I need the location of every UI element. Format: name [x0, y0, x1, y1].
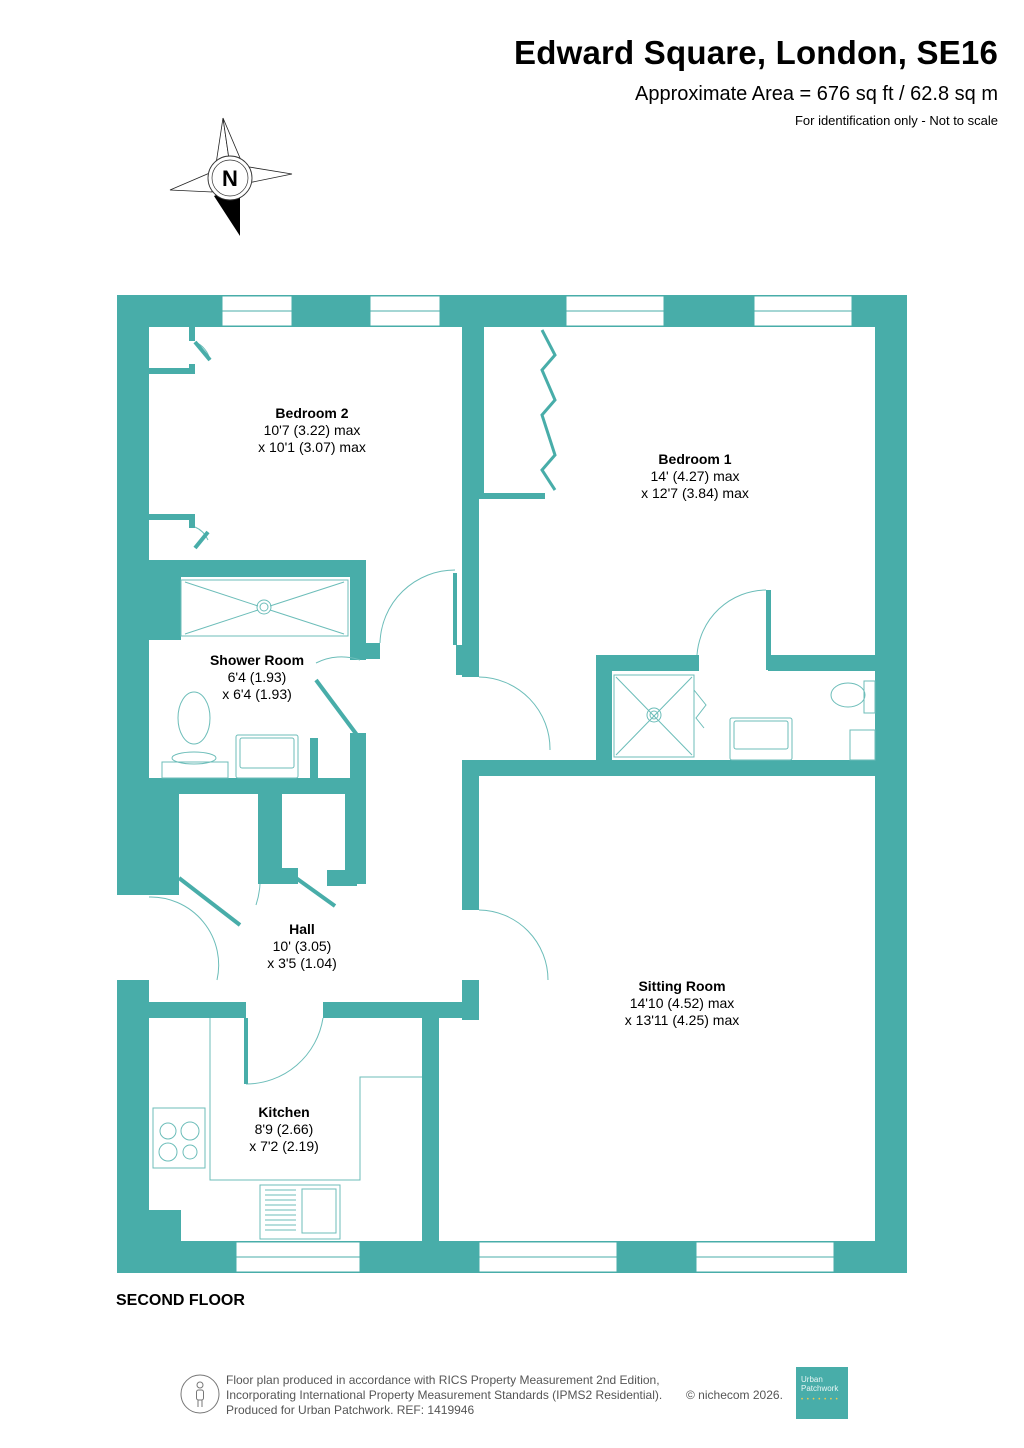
- disclaimer-note: For identification only - Not to scale: [794, 113, 998, 128]
- copyright: © nichecom 2026.: [686, 1388, 783, 1402]
- person-measurement-icon: [180, 1374, 220, 1414]
- room-dimension-1: 10'7 (3.22) max: [263, 422, 361, 438]
- room-name: Bedroom 2: [275, 405, 349, 421]
- footer-text: Floor plan produced in accordance with R…: [226, 1373, 662, 1418]
- room-name: Kitchen: [258, 1104, 310, 1120]
- walls: [117, 295, 907, 1273]
- door-leaves: [177, 340, 457, 1084]
- room-dimension-2: x 7'2 (2.19): [249, 1138, 319, 1154]
- room-dimension-2: x 10'1 (3.07) max: [258, 439, 366, 455]
- room-dimension-1: 10' (3.05): [272, 938, 332, 954]
- brand-dots: • • • • • • •: [801, 1397, 839, 1403]
- room-bedroom-1: Bedroom 1 14' (4.27) max x 12'7 (3.84) m…: [641, 451, 749, 502]
- room-sitting-room: Sitting Room 14'10 (4.52) max x 13'11 (4…: [625, 978, 739, 1029]
- approximate-area: Approximate Area = 676 sq ft / 62.8 sq m: [635, 83, 998, 105]
- room-name: Shower Room: [209, 652, 305, 668]
- fixtures: [152, 579, 876, 1240]
- floor-label: SECOND FLOOR: [116, 1292, 245, 1309]
- room-kitchen: Kitchen 8'9 (2.66) x 7'2 (2.19): [249, 1104, 319, 1155]
- compass-n-label: N: [222, 166, 238, 191]
- room-name: Hall: [289, 921, 315, 937]
- room-bedroom-2: Bedroom 2 10'7 (3.22) max x 10'1 (3.07) …: [258, 405, 366, 456]
- property-title: Edward Square, London, SE16: [514, 34, 998, 71]
- door-swings: [148, 341, 767, 1085]
- room-dimension-1: 14' (4.27) max: [650, 468, 740, 484]
- room-shower-room: Shower Room 6'4 (1.93) x 6'4 (1.93): [210, 652, 304, 703]
- room-dimension-1: 8'9 (2.66): [254, 1121, 314, 1137]
- windows: [221, 295, 853, 1273]
- footer-line-3: Produced for Urban Patchwork. REF: 14199…: [226, 1403, 475, 1417]
- urban-patchwork-logo: Urban Patchwork • • • • • • •: [796, 1367, 848, 1419]
- brand-line-1: Urban: [801, 1375, 823, 1384]
- room-dimension-1: 14'10 (4.52) max: [629, 995, 735, 1011]
- room-name: Sitting Room: [638, 978, 726, 994]
- north-arrow-compass-icon: N: [169, 117, 293, 236]
- footer-line-2: Incorporating International Property Mea…: [226, 1388, 663, 1402]
- footer-line-1: Floor plan produced in accordance with R…: [226, 1373, 660, 1387]
- brand-line-2: Patchwork: [801, 1384, 839, 1393]
- room-name: Bedroom 1: [658, 451, 732, 467]
- room-dimension-2: x 12'7 (3.84) max: [641, 485, 749, 501]
- room-dimension-1: 6'4 (1.93): [227, 669, 287, 685]
- room-hall: Hall 10' (3.05) x 3'5 (1.04): [267, 921, 337, 972]
- room-dimension-2: x 6'4 (1.93): [222, 686, 292, 702]
- draining-board: [265, 1189, 296, 1231]
- room-dimension-2: x 13'11 (4.25) max: [624, 1012, 740, 1028]
- room-dimension-2: x 3'5 (1.04): [267, 955, 337, 971]
